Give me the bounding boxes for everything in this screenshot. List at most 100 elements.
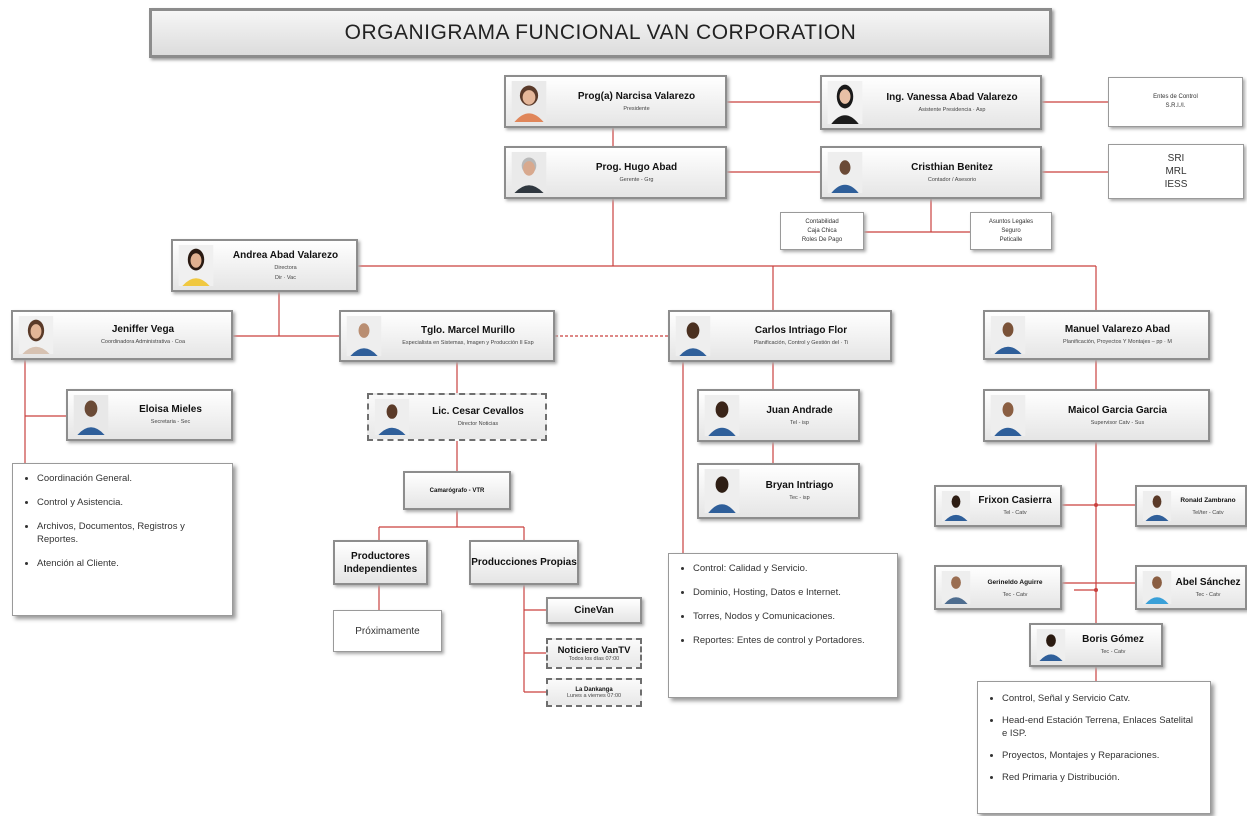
person-role: Tel - isp [790, 419, 809, 426]
person-name: Bryan Intriago [765, 480, 834, 491]
box-line: Peticalle [999, 236, 1023, 243]
photo [17, 316, 55, 354]
list-item: Control: Calidad y Servicio. [693, 562, 887, 575]
person-name: Frixon Casierra [978, 495, 1052, 506]
list-item: Proyectos, Montajes y Reparaciones. [1002, 749, 1200, 762]
box-line: S.R.I./I. [1165, 103, 1186, 109]
cinevan-box: CineVan [546, 597, 642, 624]
producciones-propias-box: Producciones Propias [469, 540, 579, 585]
proximamente-box: Próximamente [333, 610, 442, 652]
photo [989, 316, 1027, 354]
entes-control-box: Entes de Control S.R.I./I. [1108, 77, 1243, 127]
photo [1141, 491, 1173, 521]
photo [703, 395, 741, 436]
person-name: Cristhian Benitez [911, 161, 993, 173]
photo [373, 399, 411, 435]
person-name: Juan Andrade [766, 404, 833, 416]
asuntos-legales-box: Asuntos Legales Seguro Peticalle [970, 212, 1052, 250]
person-name: Jeniffer Vega [111, 324, 175, 335]
list-item: Archivos, Documentos, Registros y Report… [37, 520, 222, 546]
admin-functions-list: Coordinación General. Control y Asistenc… [12, 463, 233, 616]
box-line: Roles De Pago [801, 236, 843, 243]
photo [1141, 571, 1173, 604]
box-line: MRL [1165, 166, 1187, 177]
sri-mrl-iess-box: SRI MRL IESS [1108, 144, 1244, 199]
person-role: Dir · Vac [275, 274, 296, 281]
person-role: Tec - isp [789, 495, 810, 501]
person-name: Andrea Abad Valarezo [232, 249, 339, 261]
photo [826, 81, 864, 124]
photo [1035, 629, 1067, 661]
list-item: Red Primaria y Distribución. [1002, 771, 1200, 784]
person-role: Gerente - Grg [619, 176, 654, 183]
person-name: Gerineldo Aguirre [987, 578, 1043, 586]
person-role: Directora [274, 264, 297, 271]
list-item: Atención al Cliente. [37, 557, 222, 570]
photo [510, 152, 548, 193]
list-item: Reportes: Entes de control y Portadores. [693, 634, 887, 647]
list-item: Control, Señal y Servicio Catv. [1002, 692, 1200, 705]
la-dankanga-box: La Dankanga Lunes a viernes 07:00 [546, 678, 642, 707]
box-line: Entes de Control [1153, 94, 1198, 100]
person-role: Contador / Asesorio [927, 176, 977, 183]
person-name: Carlos Intriago Flor [754, 325, 848, 336]
person-name: Prog(a) Narcisa Valarezo [577, 90, 696, 102]
box-line: Asuntos Legales [988, 218, 1034, 225]
person-role: Supervisor Catv - Sus [1090, 419, 1145, 426]
person-name: Tglo. Marcel Murillo [421, 325, 515, 336]
person-role: Asistente Presidencia · Asp [918, 106, 986, 113]
photo [703, 469, 741, 513]
person-name: Manuel Valarezo Abad [1064, 324, 1171, 335]
isp-functions-list: Control: Calidad y Servicio. Dominio, Ho… [668, 553, 898, 698]
program-schedule: Lunes a viernes 07:00 [566, 692, 622, 699]
camarografo-vtr-box: Camarógrafo - VTR [403, 471, 511, 510]
box-line: IESS [1164, 179, 1188, 190]
catv-functions-list: Control, Señal y Servicio Catv. Head-end… [977, 681, 1211, 814]
person-role: Director Noticias [457, 421, 499, 427]
photo [674, 316, 712, 356]
program-name: La Dankanga [575, 686, 613, 693]
noticiero-vantv-box: Noticiero VanTV Todos los días 07:00 [546, 638, 642, 669]
person-role: Tec - Catv [1100, 649, 1126, 655]
photo [72, 395, 110, 435]
list-item: Torres, Nodos y Comunicaciones. [693, 610, 887, 623]
person-name: Abel Sánchez [1175, 576, 1241, 588]
photo [989, 395, 1027, 436]
box-line: Contabilidad [805, 218, 839, 225]
person-role: Planificación, Proyectos Y Montajes – pp… [1063, 339, 1172, 345]
person-name: Prog. Hugo Abad [595, 161, 678, 173]
photo [826, 152, 864, 193]
program-name: Noticiero VanTV [557, 645, 631, 656]
box-line: Caja Chica [807, 227, 837, 234]
person-role: Coordinadora Administrativa · Coa [100, 339, 186, 345]
person-role: Especialista en Sistemas, Imagen y Produ… [402, 340, 534, 346]
contabilidad-box: Contabilidad Caja Chica Roles De Pago [780, 212, 864, 250]
photo [940, 571, 972, 604]
person-role: Tel - Catv [1003, 510, 1027, 516]
person-name: Boris Gómez [1082, 634, 1144, 645]
productores-independientes-box: Productores Independientes [333, 540, 428, 585]
person-role: Tec - Catv [1195, 591, 1221, 598]
box-line: Seguro [1001, 227, 1021, 234]
photo [177, 245, 215, 286]
photo [940, 491, 972, 521]
person-name: Ronald Zambrano [1180, 497, 1236, 504]
